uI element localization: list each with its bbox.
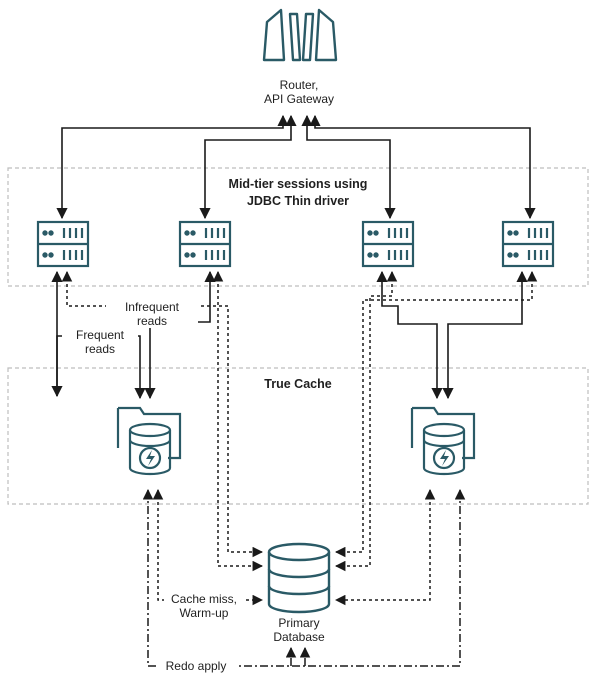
cache-miss-line2: Warm-up xyxy=(179,606,229,620)
database-icon xyxy=(267,542,331,614)
infrequent-reads-line2: reads xyxy=(136,314,168,328)
server-icon xyxy=(36,220,90,268)
midtier-title-line1: Mid-tier sessions using xyxy=(228,177,368,191)
midtier-title: Mid-tier sessions using JDBC Thin driver xyxy=(198,176,398,210)
cache-miss-line1: Cache miss, xyxy=(170,592,238,606)
router-label-line1: Router, xyxy=(279,78,319,92)
primary-label-line1: Primary xyxy=(278,616,320,630)
server-icon xyxy=(501,220,555,268)
cache-database-icon xyxy=(116,406,182,476)
primary-database-label: Primary Database xyxy=(244,616,354,644)
router-icon xyxy=(262,8,338,62)
truecache-group-box xyxy=(7,367,589,505)
cache-miss-label: Cache miss, Warm-up xyxy=(164,592,244,620)
frequent-reads-line2: reads xyxy=(84,342,116,356)
server-icon xyxy=(361,220,415,268)
router-label-line2: API Gateway xyxy=(263,92,335,106)
router-links xyxy=(56,114,536,220)
router-label: Router, API Gateway xyxy=(234,78,364,106)
midtier-title-line2: JDBC Thin driver xyxy=(246,194,350,208)
primary-label-line2: Database xyxy=(273,630,325,644)
frequent-reads-label: Frequent reads xyxy=(62,328,138,356)
infrequent-reads-label: Infrequent reads xyxy=(106,300,198,328)
infrequent-reads-line1: Infrequent xyxy=(124,300,180,314)
redo-apply-links xyxy=(142,488,466,667)
midtier-group-box xyxy=(7,167,589,287)
truecache-title: True Cache xyxy=(264,377,332,391)
redo-apply-label: Redo apply xyxy=(156,659,236,673)
server-icon xyxy=(178,220,232,268)
frequent-reads-line1: Frequent xyxy=(75,328,125,342)
cache-database-icon xyxy=(410,406,476,476)
cache-miss-links xyxy=(152,488,436,606)
